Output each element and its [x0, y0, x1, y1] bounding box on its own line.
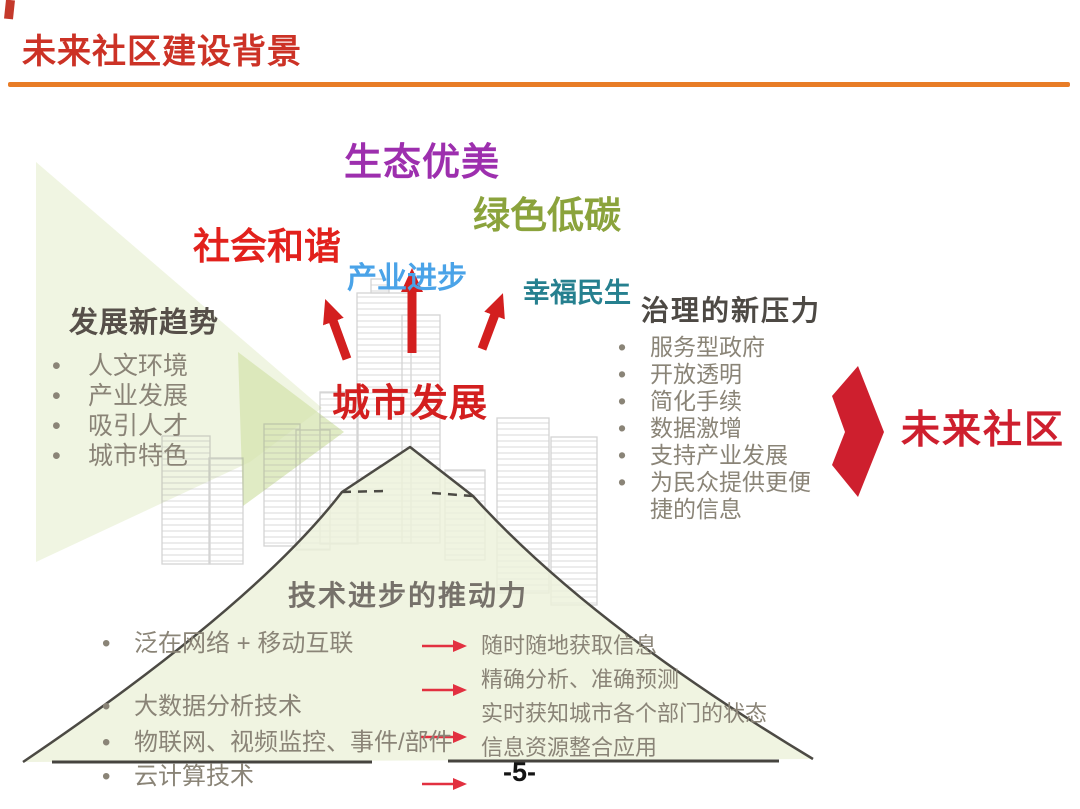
technology-heading: 技术进步的推动力 — [288, 580, 529, 611]
pressures-item: 简化手续 — [612, 388, 832, 415]
growth-arrows — [323, 268, 505, 361]
trends-list: 人文环境 产业发展 吸引人才 城市特色 — [46, 351, 188, 471]
technology-driver-item: 物联网、视频监控、事件/部件 — [96, 728, 453, 758]
trends-item: 城市特色 — [46, 441, 188, 471]
pressures-item: 服务型政府 — [612, 334, 832, 361]
vision-label-social: 社会和谐 — [193, 226, 341, 267]
vision-label-industry: 产业进步 — [347, 262, 467, 295]
pressures-list: 服务型政府 开放透明 简化手续 数据激增 支持产业发展 为民众提供更便捷的信息 — [612, 334, 832, 523]
technology-outcome-item: 信息资源整合应用 — [481, 735, 658, 760]
page-title: 未来社区建设背景 — [22, 33, 302, 71]
pressures-item: 数据激增 — [612, 415, 832, 442]
city-development-label: 城市发展 — [332, 383, 489, 425]
pressures-item: 开放透明 — [612, 361, 832, 388]
technology-outcome-item: 精确分析、准确预测 — [481, 667, 680, 692]
technology-driver-item: 云计算技术 — [96, 762, 453, 792]
trends-item: 产业发展 — [46, 381, 188, 411]
vision-label-welfare: 幸福民生 — [523, 278, 631, 308]
trends-heading: 发展新趋势 — [69, 307, 220, 339]
trends-item: 吸引人才 — [46, 411, 188, 441]
vision-label-eco: 生态优美 — [344, 142, 501, 184]
up-left-arrow-icon — [323, 299, 352, 361]
future-community-label: 未来社区 — [901, 409, 1066, 452]
up-right-arrow-icon — [477, 293, 505, 351]
pressures-item: 为民众提供更便捷的信息 — [612, 469, 832, 523]
technology-outcome-item: 实时获知城市各个部门的状态 — [481, 701, 768, 726]
technology-outcome-list: 随时随地获取信息 精确分析、准确预测 实时获知城市各个部门的状态 信息资源整合应… — [481, 629, 767, 765]
result-chevron-arrow-icon — [832, 366, 884, 497]
technology-outcome-item: 随时随地获取信息 — [481, 633, 658, 658]
technology-driver-item: 泛在网络 + 移动互联 — [96, 629, 453, 659]
trends-item: 人文环境 — [46, 351, 188, 381]
vision-label-green: 绿色低碳 — [473, 195, 621, 236]
pressures-item: 支持产业发展 — [612, 442, 832, 469]
technology-driver-item: 大数据分析技术 — [96, 692, 453, 722]
technology-driver-list: 泛在网络 + 移动互联 大数据分析技术 物联网、视频监控、事件/部件 云计算技术 — [96, 629, 453, 792]
title-underline — [8, 82, 1070, 87]
page-number: -5- — [503, 757, 536, 787]
tech-mountain-shape — [22, 445, 814, 764]
pressures-heading: 治理的新压力 — [641, 295, 822, 326]
